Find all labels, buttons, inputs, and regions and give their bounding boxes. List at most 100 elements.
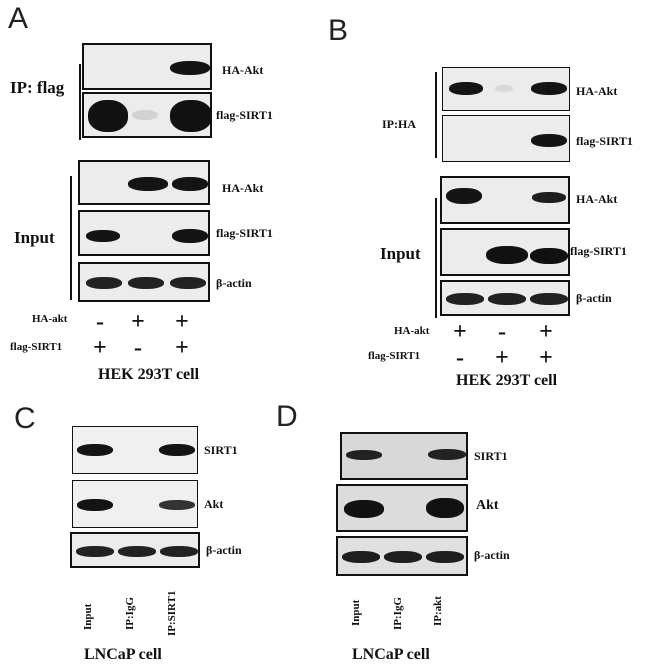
panel-d-blot3-label: β-actin [474, 548, 510, 562]
panel-a-sign: + [175, 309, 189, 335]
panel-c-blot3-label: β-actin [206, 543, 242, 557]
panel-a-letter: A [8, 2, 29, 35]
panel-a-row1-label: HA-akt [32, 313, 68, 325]
panel-a-blot1-label: HA-Akt [222, 63, 264, 77]
band [532, 192, 566, 203]
band [88, 100, 128, 132]
band [172, 177, 208, 191]
panel-b-blot-input-flag-sirt1 [440, 228, 570, 276]
panel-d-lane-label: Input [350, 599, 362, 626]
band [128, 277, 164, 289]
panel-d-blot-akt [336, 484, 468, 532]
band [342, 551, 380, 563]
panel-b-sign: + [495, 345, 509, 371]
panel-a-cell-line: HEK 293T cell [98, 366, 200, 383]
panel-d-blot2-label: Akt [476, 498, 499, 513]
panel-d-blot-actin [336, 536, 468, 576]
band [346, 450, 382, 460]
panel-c-lane-label: Input [82, 603, 94, 630]
panel-a-input-bracket [70, 176, 72, 300]
panel-a-sign: - [96, 309, 104, 335]
band [159, 444, 195, 456]
panel-a-row2-label: flag-SIRT1 [10, 341, 63, 353]
panel-c-blot2-label: Akt [204, 497, 224, 511]
panel-b-sign: + [539, 345, 553, 371]
panel-a-sign: + [93, 335, 107, 361]
panel-a-blot-input-ha-akt [78, 160, 210, 205]
panel-b-blot3-label: HA-Akt [576, 192, 618, 206]
panel-b-letter: B [328, 14, 349, 47]
band [170, 277, 206, 289]
panel-c-cell-line: LNCaP cell [84, 646, 162, 663]
panel-b-blot1-label: HA-Akt [576, 84, 618, 98]
panel-b-ip-bracket [435, 72, 437, 158]
panel-b-ip-label: IP:HA [382, 117, 416, 131]
panel-b-blot-ip-flag-sirt1 [442, 115, 570, 162]
panel-d-letter: D [276, 400, 298, 433]
panel-a-blot4-label: flag-SIRT1 [216, 226, 273, 240]
panel-c-blot1-label: SIRT1 [204, 443, 238, 457]
band [86, 230, 120, 242]
panel-a-ip-label: IP: flag [10, 78, 65, 97]
panel-a-blot-input-actin [78, 262, 210, 302]
panel-b-blot5-label: β-actin [576, 291, 612, 305]
panel-a-sign: + [175, 335, 189, 361]
panel-c-lane-label: IP:SIRT1 [166, 590, 178, 636]
band [531, 82, 567, 95]
band [128, 177, 168, 191]
panel-b-blot4-label: flag-SIRT1 [570, 244, 627, 258]
panel-b-input-label: Input [380, 244, 421, 263]
band [495, 85, 513, 92]
panel-c-letter: C [14, 402, 36, 435]
panel-a-blot5-label: β-actin [216, 276, 252, 290]
panel-d-cell-line: LNCaP cell [352, 646, 430, 663]
band [446, 293, 484, 305]
band [530, 248, 568, 264]
panel-b-blot2-label: flag-SIRT1 [576, 134, 633, 148]
band [488, 293, 526, 305]
panel-b-sign: - [498, 319, 506, 345]
panel-d-lane-label: IP:akt [432, 596, 444, 626]
panel-a-blot-ip-ha-akt [82, 43, 212, 90]
panel-b-sign: - [456, 345, 464, 371]
panel-a-blot-input-flag-sirt1 [78, 210, 210, 256]
band [170, 100, 210, 132]
panel-a-ip-bracket [79, 64, 81, 140]
panel-c-blot-actin [70, 532, 200, 568]
panel-d-blot-sirt1 [340, 432, 468, 480]
band [426, 551, 464, 563]
band [76, 546, 114, 557]
band [530, 293, 568, 305]
panel-b-blot-input-ha-akt [440, 176, 570, 224]
band [449, 82, 483, 95]
band [428, 449, 466, 460]
panel-a-sign: + [131, 309, 145, 335]
panel-b-row2-label: flag-SIRT1 [368, 350, 421, 362]
panel-a-input-label: Input [14, 228, 55, 247]
panel-b-cell-line: HEK 293T cell [456, 372, 558, 389]
panel-b-blot-input-actin [440, 280, 570, 316]
band [486, 246, 528, 264]
panel-c-lane-label: IP:IgG [124, 597, 136, 630]
band [446, 188, 482, 204]
panel-d-lane-label: IP:IgG [392, 597, 404, 630]
panel-b-input-bracket [435, 198, 437, 318]
panel-b-sign: + [539, 319, 553, 345]
panel-a-blot2-label: flag-SIRT1 [216, 108, 273, 122]
band [384, 551, 422, 563]
band [86, 277, 122, 289]
band [118, 546, 156, 557]
panel-b-row1-label: HA-akt [394, 325, 430, 337]
panel-a-blot-ip-flag-sirt1 [82, 92, 212, 138]
band [426, 498, 464, 518]
band [531, 134, 567, 147]
band [159, 500, 195, 510]
band [77, 444, 113, 456]
panel-c-blot-sirt1 [72, 426, 198, 474]
panel-b-sign: + [453, 319, 467, 345]
band [170, 61, 210, 75]
band [172, 229, 208, 243]
panel-a-blot3-label: HA-Akt [222, 181, 264, 195]
band [160, 546, 198, 557]
band [132, 110, 158, 120]
